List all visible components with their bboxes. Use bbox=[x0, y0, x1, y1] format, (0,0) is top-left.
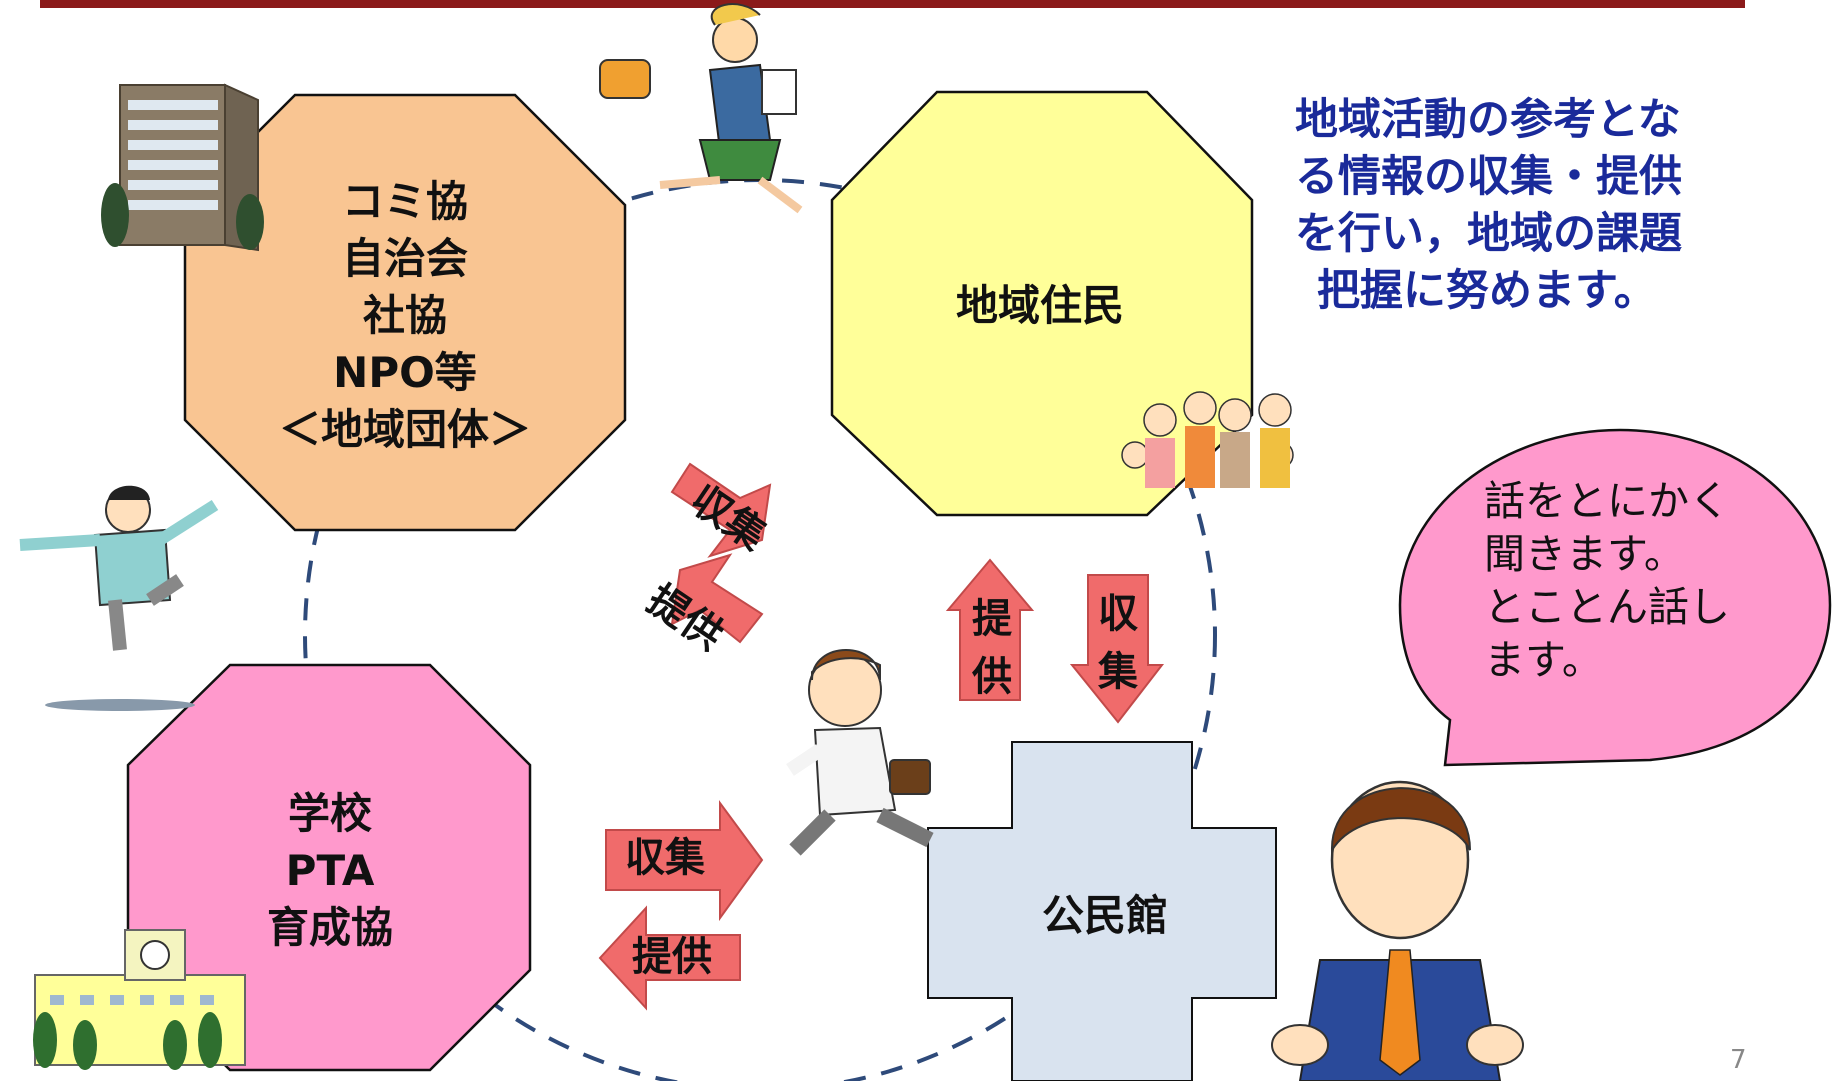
summary-note-line: 地域活動の参考とな bbox=[1295, 95, 1681, 145]
residents-octagon bbox=[830, 90, 1254, 517]
speech-bubble bbox=[1398, 428, 1832, 767]
family-illustration bbox=[1121, 391, 1294, 488]
speech-line: 聞きます。 bbox=[1484, 530, 1685, 578]
community-label-line: 自治会 bbox=[341, 233, 468, 283]
running-man-illustration bbox=[19, 485, 219, 711]
summary-note-line: 把握に努めます。 bbox=[1317, 266, 1657, 316]
collect-char: 収集 bbox=[1098, 591, 1138, 695]
provide-arrow-community bbox=[670, 553, 764, 644]
school-label-line: 育成協 bbox=[266, 902, 393, 952]
provide-arrow-residents bbox=[945, 558, 1035, 701]
summary-note: 地域活動の参考とな る情報の収集・提供 を行い，地域の課題 把握に努めます。 bbox=[1295, 92, 1755, 320]
collect-arrow-residents bbox=[1069, 574, 1165, 724]
provide-arrow-school bbox=[598, 905, 741, 1011]
school-label: 学校 PTA 育成協 bbox=[180, 780, 480, 960]
school-label-line: PTA bbox=[285, 845, 375, 895]
provide-label-residents: 提供 bbox=[962, 590, 1022, 706]
community-octagon bbox=[183, 93, 627, 532]
kominkan-label: 公民館 bbox=[1010, 880, 1200, 950]
provide-label-school: 提供 bbox=[632, 934, 712, 980]
collect-label-residents: 収集 bbox=[1088, 585, 1148, 701]
community-label-line: コミ協 bbox=[341, 176, 468, 226]
community-label-line: 社協 bbox=[362, 290, 447, 340]
office-building-illustration bbox=[101, 83, 264, 252]
summary-note-line: る情報の収集・提供 bbox=[1295, 152, 1682, 202]
community-label-line: NPO等 bbox=[333, 347, 477, 397]
speech-line: ます。 bbox=[1484, 636, 1603, 684]
provide-char: 提供 bbox=[972, 596, 1012, 700]
school-building-illustration bbox=[33, 929, 246, 1070]
kominkan-cross bbox=[927, 741, 1277, 1081]
school-octagon bbox=[126, 663, 532, 1072]
residents-label-line: 地域住民 bbox=[955, 280, 1124, 330]
residents-label: 地域住民 bbox=[900, 270, 1180, 340]
summary-note-line: を行い，地域の課題 bbox=[1295, 209, 1682, 259]
speech-line: とことん話し bbox=[1484, 583, 1730, 631]
presenter-illustration bbox=[1271, 780, 1524, 1081]
kominkan-label-line: 公民館 bbox=[1041, 890, 1168, 940]
speech-line: 話をとにかく bbox=[1484, 477, 1730, 525]
running-woman-illustration bbox=[599, 3, 803, 214]
speech-text: 話をとにかく 聞きます。 とことん話し ます。 bbox=[1484, 475, 1774, 687]
community-label: コミ協 自治会 社協 NPO等 ＜地域団体＞ bbox=[210, 170, 600, 460]
school-label-line: 学校 bbox=[287, 788, 372, 838]
running-staff-illustration bbox=[786, 649, 934, 856]
top-bar bbox=[40, 0, 1745, 8]
page-number: 7 bbox=[1730, 1045, 1747, 1075]
collect-arrow-community bbox=[670, 462, 772, 558]
collect-label-school: 収集 bbox=[625, 835, 705, 881]
collect-arrow-school bbox=[605, 799, 764, 922]
community-label-line: ＜地域団体＞ bbox=[278, 404, 531, 454]
